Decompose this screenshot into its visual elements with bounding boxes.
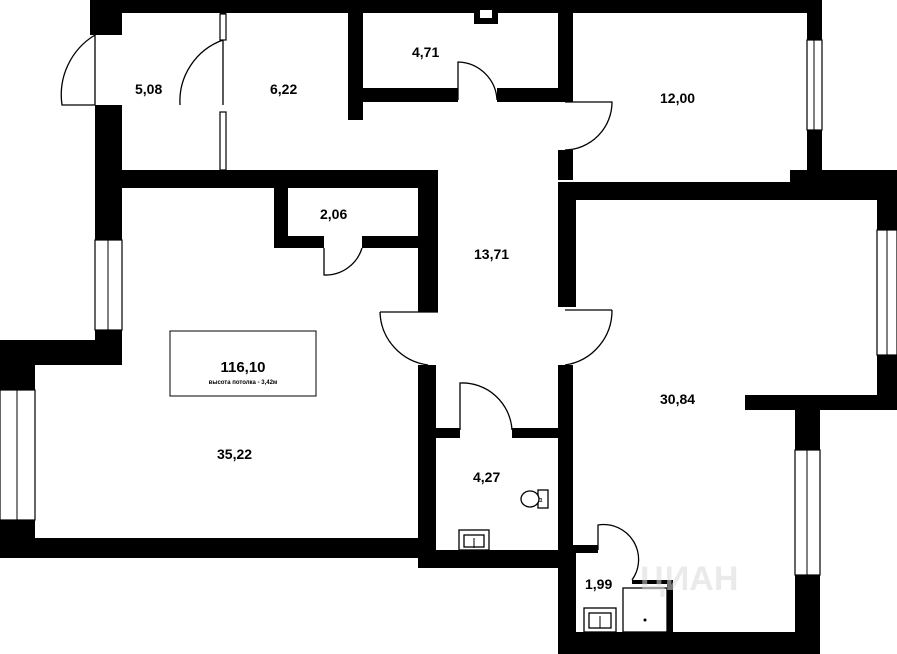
fixtures: α	[458, 489, 668, 633]
wall-vest-ward-a	[220, 10, 226, 14]
door-shower	[597, 523, 640, 581]
doors	[60, 34, 640, 581]
watermark-text: ЦИАН	[640, 560, 738, 598]
wall-right-lower-a	[795, 395, 820, 450]
sink-shower-icon	[583, 607, 617, 633]
wall-hall-right-c	[558, 365, 573, 555]
total-area: 116,10	[220, 359, 265, 376]
wall-living-right-a	[418, 170, 438, 312]
room-area-hall: 13,71	[474, 246, 509, 262]
door-bedroom	[564, 101, 613, 151]
ceiling-height-note: высота потолка - 3,42м	[209, 380, 278, 386]
door-bathroom	[459, 382, 513, 431]
room-area-living: 35,22	[217, 446, 252, 462]
wall-top-left	[90, 0, 790, 13]
wall-hall-right-a	[558, 150, 573, 180]
wall-closet-left	[274, 170, 288, 242]
shower-icon	[622, 587, 668, 633]
wall-shower-top	[558, 545, 598, 553]
room-area-storage: 4,71	[412, 44, 439, 60]
wall-storage-right	[558, 0, 573, 102]
room-area-bathroom: 4,27	[473, 469, 500, 485]
room-labels: 5,08 6,22 4,71 12,00 2,06 13,71 35,22 30…	[135, 44, 695, 592]
wall-shower-right	[667, 580, 673, 632]
room-area-bedroom: 12,00	[660, 90, 695, 106]
wall-hall-right-b	[558, 182, 576, 307]
door-closet	[323, 247, 363, 276]
room-area-closet: 2,06	[320, 206, 347, 222]
partition-wardrobe-b	[219, 111, 227, 171]
wall-bath-top-b	[512, 428, 564, 438]
wall-storage-bottom	[348, 88, 458, 102]
toilet-icon: α	[520, 489, 549, 509]
windows	[0, 13, 897, 576]
wall-right-mid-a	[877, 170, 897, 230]
room-area-shower-room: 1,99	[585, 576, 612, 592]
wall-closet-bottom-a	[274, 236, 324, 248]
wall-bath-top-a	[418, 428, 460, 438]
interior-walls	[95, 0, 808, 632]
wall-left-lower-b	[0, 520, 35, 558]
door-living	[379, 311, 438, 366]
room-area-wardrobe: 6,22	[270, 81, 297, 97]
wall-right-step-in	[745, 395, 897, 410]
wall-bedroom-bottom	[558, 182, 808, 200]
door-entrance	[60, 34, 96, 106]
wall-closet-bottom-b	[362, 236, 422, 248]
wall-bottom-right	[558, 632, 820, 654]
partition-wardrobe	[219, 13, 227, 41]
room-area-master-bedroom: 30,84	[660, 391, 695, 407]
svg-text:α: α	[538, 496, 543, 504]
wall-top-row-bottom	[95, 170, 438, 188]
wall-storage-bottom-b	[497, 88, 572, 102]
wall-right-upper	[807, 0, 822, 40]
wall-shower-top-b	[632, 580, 673, 584]
sink-icon	[458, 529, 490, 551]
total-area-box: 116,10 высота потолка - 3,42м	[169, 330, 317, 397]
wall-shower-left	[558, 545, 576, 654]
wall-bottom-left	[0, 538, 435, 558]
door-master	[564, 309, 613, 366]
wall-left-upper-b	[95, 330, 122, 365]
vent-hole	[480, 10, 492, 18]
door-storage	[457, 61, 498, 101]
room-area-vestibule: 5,08	[135, 81, 162, 97]
wall-bottom-mid	[418, 550, 576, 568]
wall-vestibule-left-a	[90, 0, 122, 35]
wall-living-right-b	[418, 365, 436, 555]
door-wardrobe	[179, 39, 224, 106]
